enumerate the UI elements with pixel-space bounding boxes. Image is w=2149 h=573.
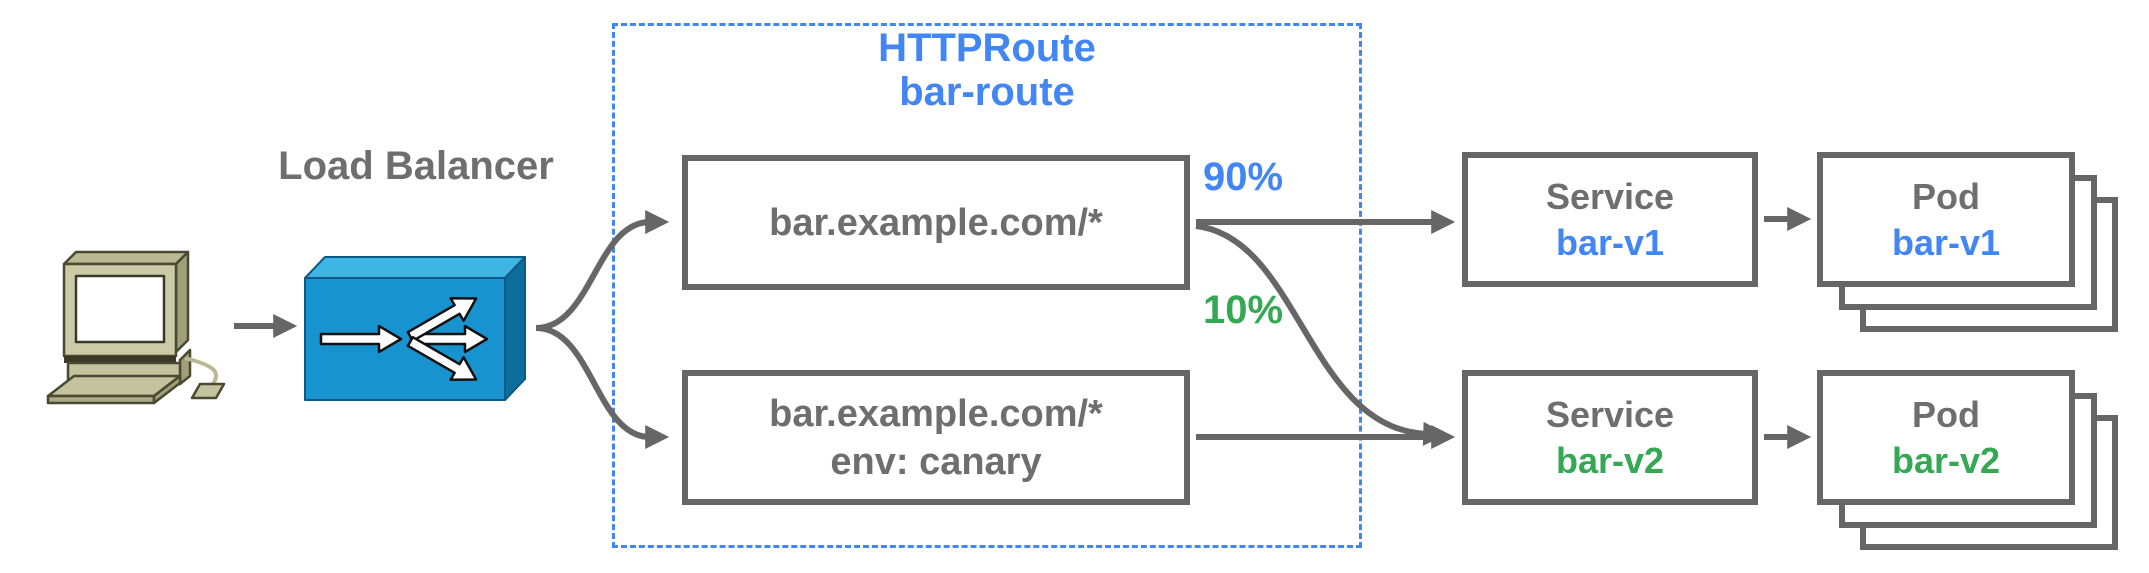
traffic-weight-90-label: 90% xyxy=(1203,155,1284,199)
lb-fanout-arrow-up xyxy=(406,296,478,343)
httproute-title: HTTPRoute bar-route xyxy=(787,26,1187,114)
pod-stack-bar-v2: Pod bar-v2 xyxy=(1817,370,2118,555)
service-type-label: Service xyxy=(1545,393,1675,435)
service-type-label: Service xyxy=(1545,175,1675,217)
lb-fanout-arrow-down xyxy=(406,335,478,382)
httproute-group-outline xyxy=(612,23,1362,548)
service-name-bar-v2: bar-v2 xyxy=(1555,439,1665,481)
monitor-screen xyxy=(74,274,166,344)
traffic-weight-10-label: 10% xyxy=(1203,288,1284,332)
mouse-cable xyxy=(184,356,218,388)
arrow-lb-to-rule1 xyxy=(535,210,670,331)
lb-traffic-split-glyph xyxy=(319,296,489,382)
pod-type-label: Pod xyxy=(1912,393,1980,435)
arrow-lb-to-rule2 xyxy=(535,325,670,449)
keyboard-front xyxy=(46,394,156,405)
pod-stack-bar-v1: Pod bar-v1 xyxy=(1817,152,2118,337)
route-rule-box-2: bar.example.com/* env: canary xyxy=(682,370,1190,505)
pod-card-front-bar-v1: Pod bar-v1 xyxy=(1817,152,2075,287)
monitor-side-face xyxy=(174,250,190,354)
httproute-name-label: bar-route xyxy=(899,70,1075,114)
pod-card-front-bar-v2: Pod bar-v2 xyxy=(1817,370,2075,505)
route-rule-2-header-match: env: canary xyxy=(830,440,1042,483)
monitor-neck xyxy=(64,356,176,363)
pod-name-bar-v2: bar-v2 xyxy=(1891,439,2001,481)
base-side-face xyxy=(178,348,192,386)
load-balancer-icon xyxy=(304,256,526,401)
route-rule-1-hostname: bar.example.com/* xyxy=(769,201,1103,244)
route-rule-box-1: bar.example.com/* xyxy=(682,155,1190,290)
service-name-bar-v1: bar-v1 xyxy=(1555,221,1665,263)
client-computer-icon xyxy=(46,250,226,405)
httproute-kind-label: HTTPRoute xyxy=(878,26,1096,70)
keyboard-side xyxy=(152,374,182,405)
lb-side-face xyxy=(504,256,526,401)
service-box-bar-v2: Service bar-v2 xyxy=(1462,370,1758,505)
lb-inbound-arrow xyxy=(319,324,403,354)
monitor-top-face xyxy=(62,250,190,266)
arrow-rule1-to-service-v2-canary-curve xyxy=(1195,223,1448,446)
load-balancer-label: Load Balancer xyxy=(278,144,554,188)
lb-top-face xyxy=(304,256,526,279)
route-rule-2-hostname: bar.example.com/* xyxy=(769,392,1103,435)
pod-name-bar-v1: bar-v1 xyxy=(1891,221,2001,263)
service-box-bar-v1: Service bar-v1 xyxy=(1462,152,1758,287)
pod-type-label: Pod xyxy=(1912,175,1980,217)
mouse xyxy=(190,382,226,400)
